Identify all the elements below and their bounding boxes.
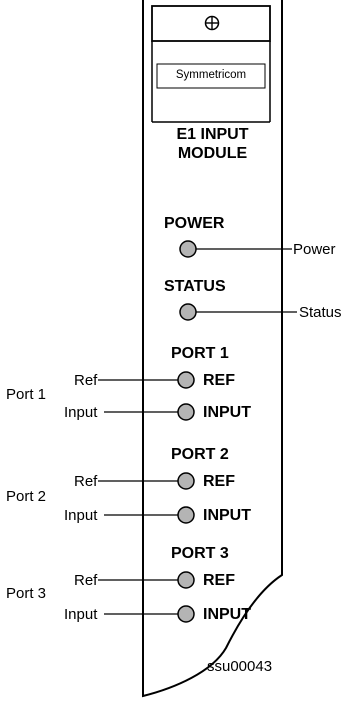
port2-heading: PORT 2 [171,446,229,463]
status-callout: Status [299,304,342,321]
port2-ref-callout: Ref [74,473,98,490]
port3-ref-callout: Ref [74,572,98,589]
figure-id: ssu00043 [207,658,273,675]
status-heading: STATUS [164,278,226,295]
port2-input-led-icon [177,506,195,524]
brand-logo: Symmetricom [175,69,247,81]
port3-heading: PORT 3 [171,545,229,562]
port2-ref-label: REF [203,473,235,490]
port3-input-label: INPUT [203,606,251,623]
module-title-line2: MODULE [177,145,248,162]
port2-ref-led-icon [177,472,195,490]
port1-ref-label: REF [203,372,235,389]
logo-box [156,63,266,89]
power-callout: Power [293,241,336,258]
port1-input-led-icon [177,403,195,421]
module-title-line1: E1 INPUT [176,126,249,143]
port3-ref-label: REF [203,572,235,589]
port3-ref-led-icon [177,571,195,589]
port3-input-callout: Input [64,606,98,623]
port3-input-led-icon [177,605,195,623]
port3-side-label: Port 3 [6,585,47,602]
port1-ref-callout: Ref [74,372,98,389]
port1-ref-led-icon [177,371,195,389]
port1-input-label: INPUT [203,404,251,421]
port2-input-callout: Input [64,507,98,524]
screw-icon [204,15,220,31]
port1-heading: PORT 1 [171,345,229,362]
port2-side-label: Port 2 [6,488,47,505]
power-led-icon [179,240,197,258]
port1-input-callout: Input [64,404,98,421]
port2-input-label: INPUT [203,507,251,524]
power-heading: POWER [164,215,225,232]
status-led-icon [179,303,197,321]
port1-side-label: Port 1 [6,386,47,403]
panel-outline [142,0,283,698]
